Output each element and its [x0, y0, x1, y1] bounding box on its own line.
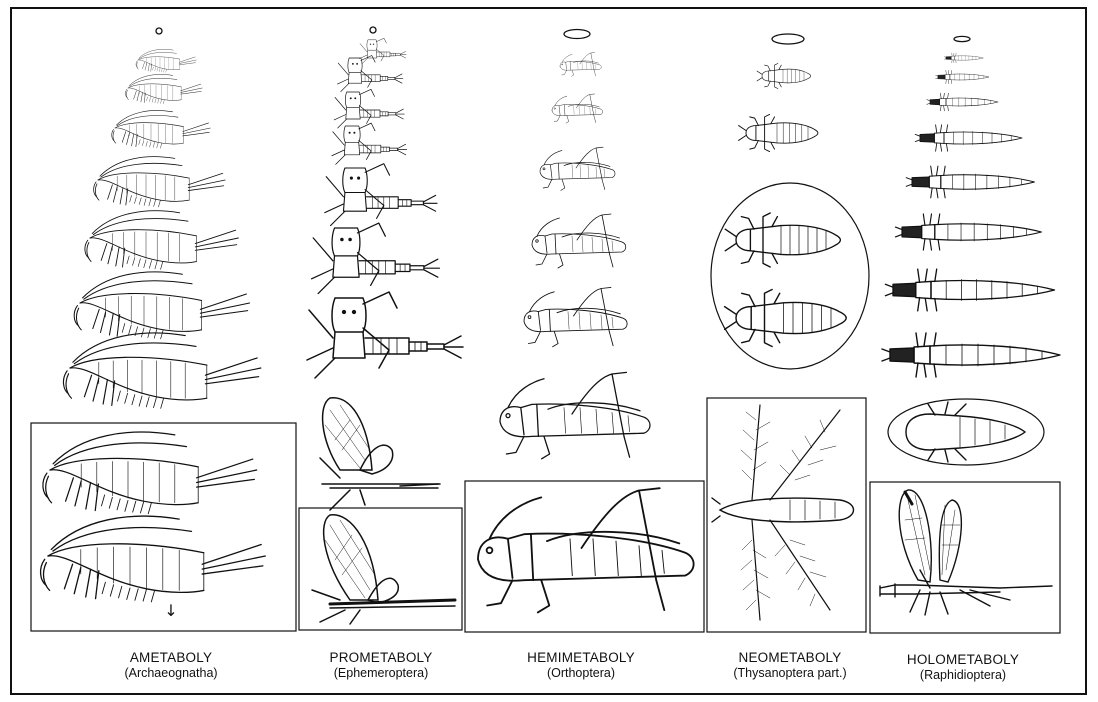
- column-label-ametaboly: AMETABOLY (Archaeognatha): [76, 650, 266, 680]
- pupa: [906, 402, 1025, 462]
- snakefly-adult: [880, 490, 1052, 615]
- ametaboly-adult-box: [31, 423, 296, 631]
- label-order: (Archaeognatha): [76, 666, 266, 680]
- holometaboly-series: [882, 36, 1060, 377]
- label-order: (Thysanoptera part.): [695, 666, 885, 680]
- ametaboly-series: [63, 28, 260, 408]
- down-arrow: ↓: [164, 601, 177, 620]
- column-label-prometaboly: PROMETABOLY (Ephemeroptera): [286, 650, 476, 680]
- label-name: PROMETABOLY: [286, 650, 476, 666]
- neometaboly-quiescent-ellipse: [711, 183, 869, 369]
- egg: [156, 28, 162, 34]
- thrips-adult: [712, 405, 854, 620]
- neometaboly-series: [739, 34, 818, 152]
- label-name: NEOMETABOLY: [695, 650, 885, 666]
- label-order: (Orthoptera): [486, 666, 676, 680]
- holometaboly-pupa-ellipse: [888, 399, 1044, 465]
- label-order: (Ephemeroptera): [286, 666, 476, 680]
- label-order: (Raphidioptera): [868, 668, 1058, 682]
- subimago: [320, 398, 440, 510]
- label-name: HEMIMETABOLY: [486, 650, 676, 666]
- mayfly-adult: [312, 515, 455, 624]
- hemimetaboly-adult-box: [465, 481, 704, 632]
- column-label-holometaboly: HOLOMETABOLY (Raphidioptera): [868, 652, 1058, 682]
- label-name: AMETABOLY: [76, 650, 266, 666]
- label-name: HOLOMETABOLY: [868, 652, 1058, 668]
- hemimetaboly-series: [500, 30, 650, 459]
- column-label-hemimetaboly: HEMIMETABOLY (Orthoptera): [486, 650, 676, 680]
- column-label-neometaboly: NEOMETABOLY (Thysanoptera part.): [695, 650, 885, 680]
- prometaboly-series: [307, 27, 463, 378]
- holometaboly-adult-box: [870, 482, 1060, 633]
